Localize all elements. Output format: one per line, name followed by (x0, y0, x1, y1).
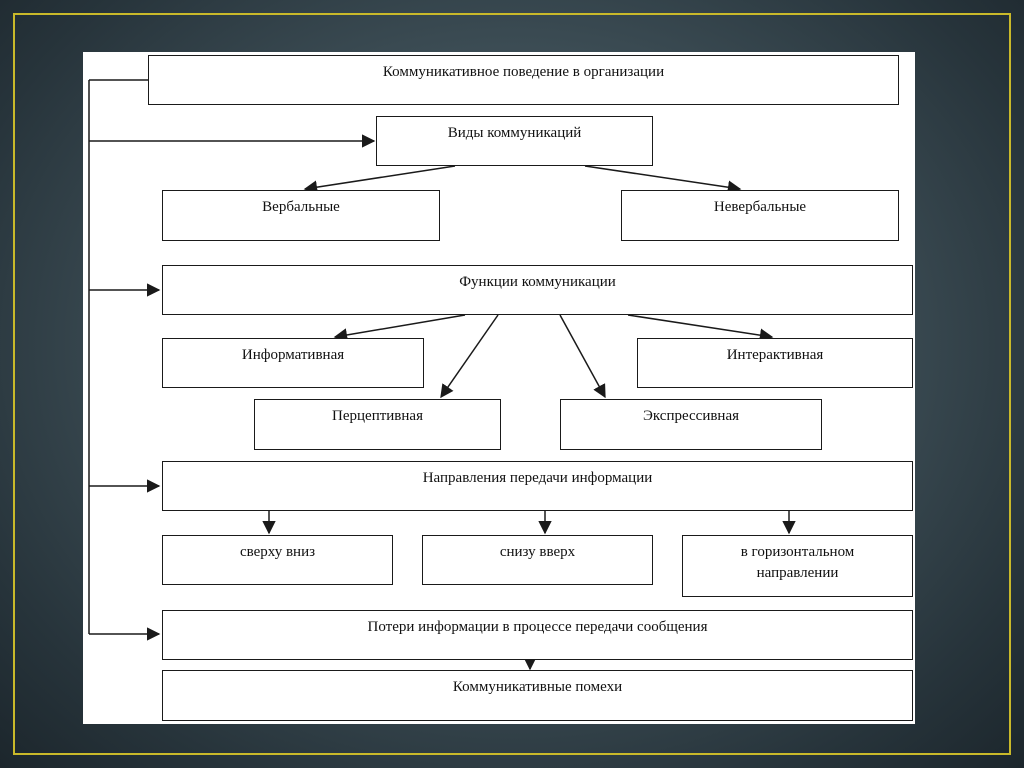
top-down-box: сверху вниз (162, 535, 393, 585)
verbal-box: Вербальные (162, 190, 440, 241)
arrow-to-nonverbal (584, 165, 742, 194)
nonverbal-box: Невербальные (621, 190, 899, 241)
informative-box: Информативная (162, 338, 424, 388)
arrow-to-perceptive (440, 314, 499, 399)
horizontal-box: в горизонтальном направлении (682, 535, 913, 597)
slide-frame (13, 13, 1011, 755)
arrow-to-expressive (559, 314, 606, 399)
directions-box: Направления передачи информации (162, 461, 913, 511)
expressive-box: Экспрессивная (560, 399, 822, 450)
functions-box: Функции коммуникации (162, 265, 913, 315)
losses-box: Потери информации в процессе передачи со… (162, 610, 913, 660)
arrow-to-verbal (303, 165, 456, 194)
arrow-to-interactive (627, 314, 774, 342)
noise-box: Коммуникативные помехи (162, 670, 913, 721)
interactive-box: Интерактивная (637, 338, 913, 388)
arrow-to-informative (333, 314, 466, 342)
root-box: Коммуникативное поведение в организации (148, 55, 899, 105)
types-box: Виды коммуникаций (376, 116, 653, 166)
perceptive-box: Перцептивная (254, 399, 501, 450)
bottom-up-box: снизу вверх (422, 535, 653, 585)
